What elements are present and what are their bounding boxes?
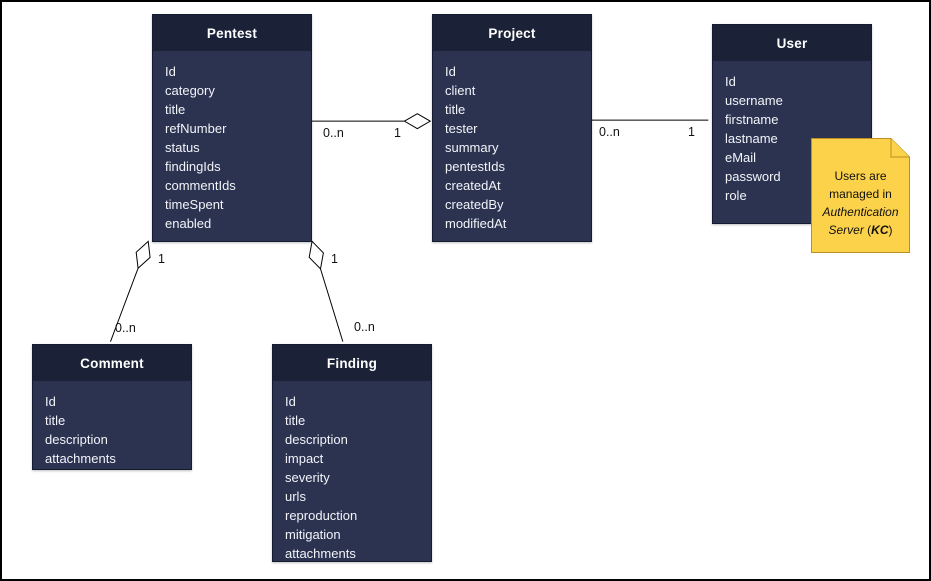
- entity-project[interactable]: Project Id client title tester summary p…: [432, 14, 592, 242]
- field-project-pentestids: pentestIds: [445, 159, 505, 174]
- mult-pentest-comment-target: 0..n: [115, 321, 136, 335]
- field-project-modifiedat: modifiedAt: [445, 216, 507, 231]
- field-pentest-title: title: [165, 102, 186, 117]
- entity-user-title: User: [713, 25, 871, 61]
- aggregation-diamond-pentest-finding: [308, 240, 324, 270]
- mult-pentest-project-target: 1: [394, 126, 401, 140]
- entity-finding-fields: Id title description impact severity url…: [273, 381, 431, 563]
- field-finding-mitigation: mitigation: [285, 527, 341, 542]
- field-user-firstname: firstname: [725, 112, 779, 127]
- field-user-username: username: [725, 93, 783, 108]
- field-finding-severity: severity: [285, 470, 330, 485]
- field-pentest-commentids: commentIds: [165, 178, 236, 193]
- field-finding-impact: impact: [285, 451, 324, 466]
- entity-pentest-title: Pentest: [153, 15, 311, 51]
- field-pentest-enabled: enabled: [165, 216, 212, 231]
- field-pentest-status: status: [165, 140, 200, 155]
- entity-user-fields: Id username firstname lastname eMail pas…: [713, 61, 871, 223]
- field-pentest-findingids: findingIds: [165, 159, 221, 174]
- note-line-4-kc: KC: [871, 222, 889, 237]
- field-comment-id: Id: [45, 394, 56, 409]
- field-finding-id: Id: [285, 394, 296, 409]
- field-pentest-category: category: [165, 83, 215, 98]
- entity-comment-fields: Id title description attachments: [33, 381, 191, 469]
- field-project-summary: summary: [445, 140, 499, 155]
- entity-finding-title: Finding: [273, 345, 431, 381]
- mult-project-user-source: 0..n: [599, 125, 620, 139]
- field-project-client: client: [445, 83, 476, 98]
- field-user-role: role: [725, 188, 747, 203]
- note-line-3: Authentication: [822, 204, 899, 219]
- field-project-title: title: [445, 102, 466, 117]
- mult-pentest-comment-source: 1: [158, 252, 165, 266]
- field-finding-title: title: [285, 413, 306, 428]
- relationship-line-pentest-finding: [320, 268, 344, 342]
- entity-pentest-fields: Id category title refNumber status findi…: [153, 51, 311, 241]
- field-comment-description: description: [45, 432, 108, 447]
- field-finding-attachments: attachments: [285, 546, 356, 561]
- field-project-tester: tester: [445, 121, 478, 136]
- entity-pentest[interactable]: Pentest Id category title refNumber stat…: [152, 14, 312, 242]
- mult-pentest-project-source: 0..n: [323, 126, 344, 140]
- field-project-id: Id: [445, 64, 456, 79]
- field-project-createdby: createdBy: [445, 197, 504, 212]
- field-user-password: password: [725, 169, 781, 184]
- mult-pentest-finding-source: 1: [331, 252, 338, 266]
- field-finding-reproduction: reproduction: [285, 508, 358, 523]
- note-line-4-server: Server: [828, 222, 868, 237]
- field-user-lastname: lastname: [725, 131, 778, 146]
- entity-comment-title: Comment: [33, 345, 191, 381]
- note-line-4: Server (KC): [828, 221, 892, 239]
- sticky-note-text: Users are managed in Authentication Serv…: [811, 138, 910, 253]
- note-line-4-open-paren: (: [867, 222, 872, 237]
- field-comment-title: title: [45, 413, 66, 428]
- field-project-createdat: createdAt: [445, 178, 501, 193]
- field-finding-description: description: [285, 432, 348, 447]
- field-comment-attachments: attachments: [45, 451, 116, 466]
- entity-comment[interactable]: Comment Id title description attachments: [32, 344, 192, 470]
- mult-pentest-finding-target: 0..n: [354, 320, 375, 334]
- field-pentest-refnumber: refNumber: [165, 121, 227, 136]
- field-user-email: eMail: [725, 150, 757, 165]
- entity-project-title: Project: [433, 15, 591, 51]
- note-line-4-close-paren: ): [888, 222, 893, 237]
- sticky-note-shape: [811, 138, 910, 253]
- entity-project-fields: Id client title tester summary pentestId…: [433, 51, 591, 241]
- entity-finding[interactable]: Finding Id title description impact seve…: [272, 344, 432, 562]
- field-finding-urls: urls: [285, 489, 306, 504]
- aggregation-diamond-project: [403, 113, 432, 130]
- field-pentest-timespent: timeSpent: [165, 197, 224, 212]
- aggregation-diamond-pentest-comment: [135, 240, 151, 270]
- note-line-1: Users are: [834, 168, 887, 183]
- field-pentest-id: Id: [165, 64, 176, 79]
- note-line-2: managed in: [829, 186, 892, 201]
- mult-project-user-target: 1: [688, 125, 695, 139]
- field-user-id: Id: [725, 74, 736, 89]
- sticky-note-users-managed[interactable]: Users are managed in Authentication Serv…: [811, 138, 910, 253]
